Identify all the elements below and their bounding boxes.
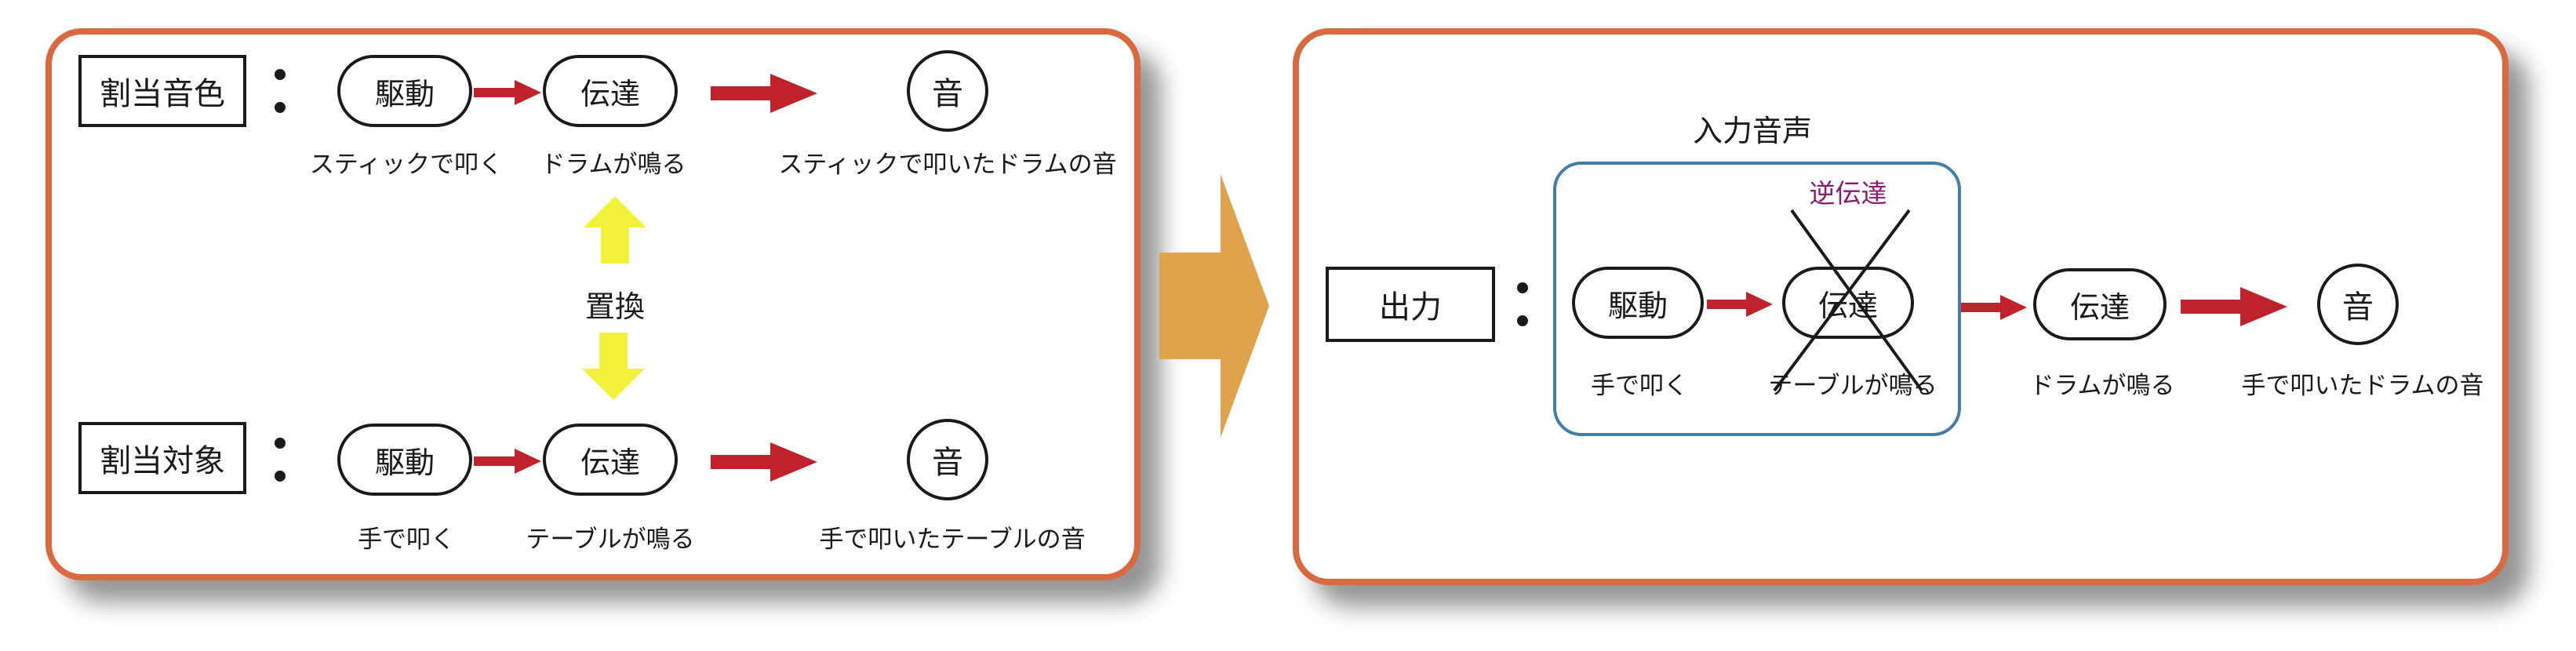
sound-node: 音	[907, 50, 988, 132]
red-large-arrow-icon	[711, 442, 817, 482]
inverse-transmit-label: 逆伝達	[1809, 178, 1887, 209]
red-large-arrow-icon	[711, 74, 817, 113]
transmit-node: 伝達	[2033, 268, 2167, 340]
drive-caption: スティックで叩く	[309, 151, 504, 179]
sound-caption: スティックで叩いたドラムの音	[778, 151, 1117, 179]
assigned-target-label: 割当対象	[78, 422, 246, 494]
transmit-node: 伝達	[543, 55, 678, 127]
flow-arrow-icon	[1159, 174, 1269, 438]
red-small-arrow-icon	[1707, 292, 1773, 317]
red-small-arrow-icon	[474, 80, 541, 105]
sound-node: 音	[907, 419, 988, 500]
transmit-caption: ドラムが鳴る	[540, 151, 686, 179]
drive-node: 駆動	[337, 55, 472, 127]
colon-icon	[275, 69, 286, 113]
colon-icon	[275, 438, 286, 482]
colon-icon	[1517, 282, 1528, 326]
red-small-arrow-icon	[1961, 295, 2027, 320]
drive-node: 駆動	[1572, 267, 1704, 339]
output-label: 出力	[1326, 267, 1495, 342]
sound-caption: 手で叩いたテーブルの音	[819, 526, 1086, 554]
cross-out-icon	[1773, 209, 1923, 392]
transmit-caption: ドラムが鳴る	[2029, 372, 2175, 400]
drive-caption: 手で叩く	[1591, 372, 1688, 400]
assigned-timbre-label: 割当音色	[78, 55, 246, 127]
crossed-transmit-caption: テーブルが鳴る	[1768, 372, 1937, 400]
drive-node: 駆動	[337, 424, 472, 496]
input-voice-box	[1553, 162, 1961, 436]
sound-caption: 手で叩いたドラムの音	[2241, 372, 2484, 400]
replace-down-arrow-icon	[582, 333, 645, 400]
drive-caption: 手で叩く	[358, 526, 455, 554]
input-voice-title: 入力音声	[1692, 114, 1813, 148]
sound-node: 音	[2317, 264, 2399, 345]
replace-up-arrow-icon	[584, 196, 646, 264]
red-small-arrow-icon	[474, 449, 541, 474]
transmit-caption: テーブルが鳴る	[526, 526, 695, 554]
replace-label: 置換	[584, 289, 646, 324]
red-large-arrow-icon	[2181, 287, 2287, 326]
transmit-node: 伝達	[543, 424, 678, 496]
